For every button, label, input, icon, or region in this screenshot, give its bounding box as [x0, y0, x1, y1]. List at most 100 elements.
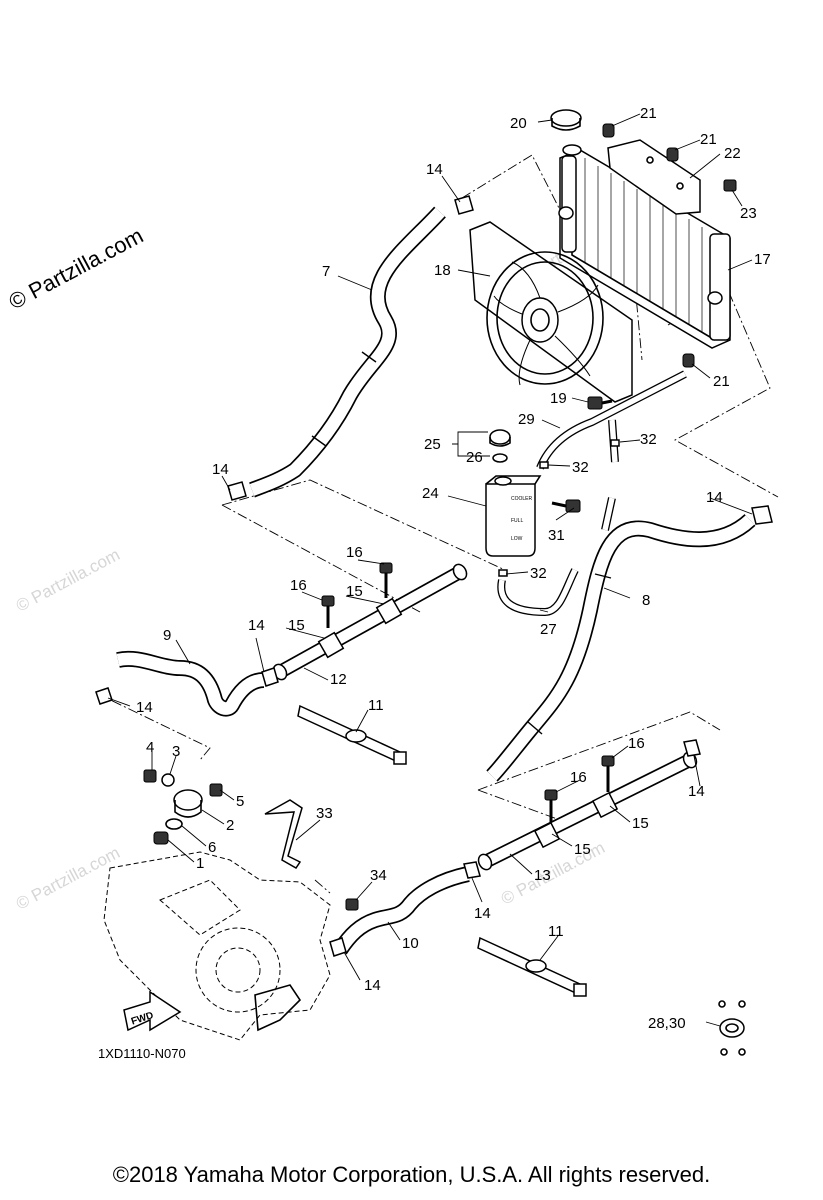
- cable-tie: [297, 704, 407, 765]
- radiator: [558, 144, 731, 349]
- callout-15: 15: [346, 583, 363, 600]
- reservoir-label-full: FULL: [511, 518, 523, 524]
- grommet: [682, 353, 695, 368]
- cable-tie: [477, 936, 587, 997]
- hose-bracket: [264, 799, 303, 869]
- water-hose: [116, 650, 265, 717]
- bolt: [544, 789, 558, 822]
- callout-7: 7: [322, 263, 330, 280]
- o-ring: [165, 818, 183, 830]
- callout-15: 15: [574, 841, 591, 858]
- callout-18: 18: [434, 262, 451, 279]
- callout-14: 14: [688, 783, 705, 800]
- drawing-code: 1XD1110-N070: [98, 1046, 186, 1061]
- callout-14: 14: [212, 461, 229, 478]
- callout-19: 19: [550, 390, 567, 407]
- reservoir-gasket: [492, 453, 508, 463]
- callout-16: 16: [346, 544, 363, 561]
- callout-28-30: 28,30: [648, 1015, 686, 1032]
- callout-21: 21: [700, 131, 717, 148]
- callout-16: 16: [290, 577, 307, 594]
- coolant-reservoir: COOLER FULL LOW: [485, 475, 542, 557]
- water-pipe: [477, 751, 698, 871]
- leader-lines: [107, 113, 753, 1027]
- callout-21: 21: [713, 373, 730, 390]
- plug: [153, 831, 169, 845]
- callout-14: 14: [248, 617, 265, 634]
- hose-clamp: [329, 937, 347, 957]
- callout-32: 32: [640, 431, 657, 448]
- copyright-notice: ©2018 Yamaha Motor Corporation, U.S.A. A…: [112, 1162, 711, 1187]
- reservoir-cap: [489, 429, 511, 447]
- callout-4: 4: [146, 739, 154, 756]
- callout-6: 6: [208, 839, 216, 856]
- reservoir-label-cooler: COOLER: [511, 496, 533, 502]
- callout-34: 34: [370, 867, 387, 884]
- reservoir-label-low: LOW: [511, 536, 523, 542]
- callout-15: 15: [632, 815, 649, 832]
- hose-clip: [539, 461, 549, 469]
- hose-clamp: [261, 667, 279, 687]
- engine-outline: [103, 851, 331, 1041]
- hose-clamp: [751, 505, 773, 525]
- callout-8: 8: [642, 592, 650, 609]
- callout-32: 32: [572, 459, 589, 476]
- bolt: [345, 898, 359, 911]
- bolt: [723, 179, 737, 192]
- callout-1: 1: [196, 855, 204, 872]
- callout-14: 14: [426, 161, 443, 178]
- water-hose: [333, 866, 470, 955]
- callout-32: 32: [530, 565, 547, 582]
- grommet: [602, 123, 615, 138]
- breather-tube: [601, 419, 619, 531]
- hose-clip: [610, 439, 620, 447]
- callout-23: 23: [740, 205, 757, 222]
- watermark-faint: © Partzilla.com: [13, 545, 123, 616]
- callout-22: 22: [724, 145, 741, 162]
- hose-clamp: [683, 739, 701, 757]
- gasket: [161, 773, 175, 787]
- radiator-hose: [486, 513, 756, 782]
- callout-25: 25: [424, 436, 441, 453]
- radiator-fan: [469, 221, 633, 403]
- radiator-hose: [249, 206, 446, 498]
- forward-arrow: FWD: [123, 990, 182, 1032]
- bolt: [587, 396, 613, 410]
- callout-16: 16: [628, 735, 645, 752]
- hose-clip: [718, 1000, 746, 1056]
- watermark-faint: © Partzilla.com: [13, 843, 123, 914]
- callout-labels: 20 21 21 22 23 17 18 21 19 14 7 29 25 26…: [136, 105, 771, 1032]
- callout-3: 3: [172, 743, 180, 760]
- hose-clamp: [463, 861, 481, 879]
- bolt: [209, 783, 223, 797]
- hose-clip: [498, 569, 508, 577]
- callout-12: 12: [330, 671, 347, 688]
- callout-9: 9: [163, 627, 171, 644]
- callout-10: 10: [402, 935, 419, 952]
- callout-29: 29: [518, 411, 535, 428]
- callout-26: 26: [466, 449, 483, 466]
- hose-clamp: [95, 687, 113, 705]
- water-pipe: [272, 563, 468, 681]
- callout-14: 14: [706, 489, 723, 506]
- callout-11: 11: [548, 923, 564, 940]
- callout-11: 11: [368, 697, 384, 714]
- callout-21: 21: [640, 105, 657, 122]
- radiator-cap: [550, 109, 582, 131]
- callout-13: 13: [534, 867, 551, 884]
- callout-33: 33: [316, 805, 333, 822]
- watermark-main: © Partzilla.com: [5, 223, 148, 315]
- callout-14: 14: [136, 699, 153, 716]
- callout-31: 31: [548, 527, 565, 544]
- hose-clamp: [227, 481, 247, 501]
- callout-16: 16: [570, 769, 587, 786]
- bolt: [321, 595, 335, 628]
- reservoir-bolt: [551, 499, 581, 513]
- breather-hose: [497, 568, 579, 616]
- callout-17: 17: [754, 251, 771, 268]
- callout-15: 15: [288, 617, 305, 634]
- callout-24: 24: [422, 485, 439, 502]
- grommet: [666, 147, 679, 162]
- callout-2: 2: [226, 817, 234, 834]
